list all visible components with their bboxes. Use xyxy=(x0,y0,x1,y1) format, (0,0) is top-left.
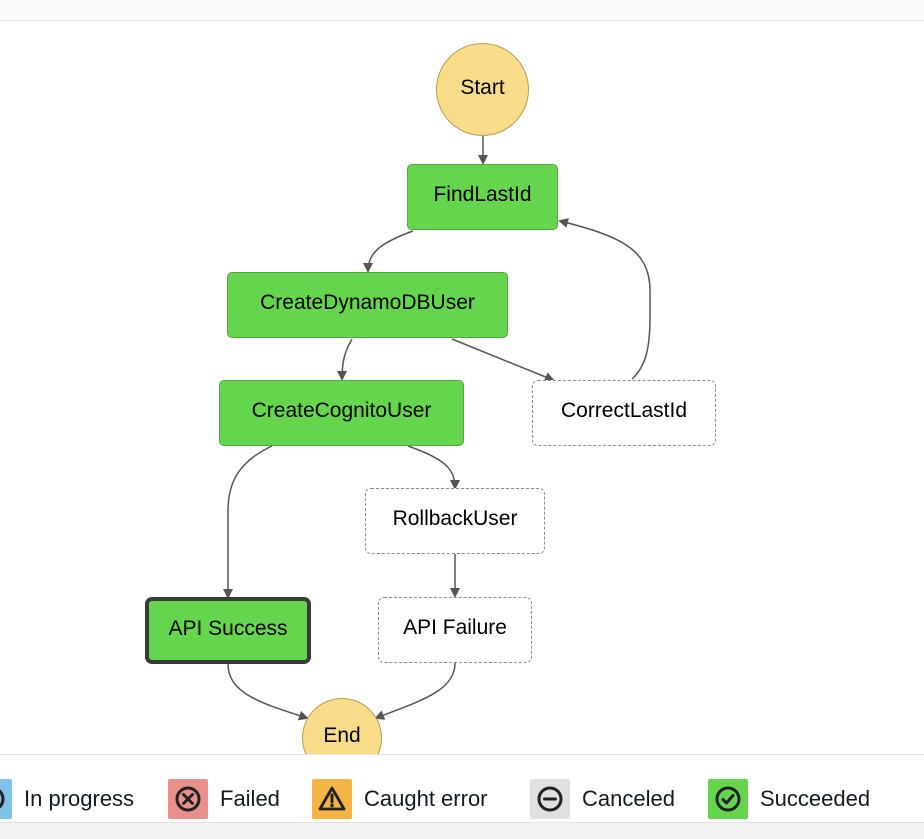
state-machine-graph: Start FindLastId CreateDynamoDBUser Crea… xyxy=(0,21,924,754)
legend-canceled: Canceled xyxy=(530,779,675,819)
legend-label-caught-error: Caught error xyxy=(364,786,488,811)
clock-icon xyxy=(0,789,5,809)
edge-findlastid-createdynamodbuser xyxy=(363,230,414,273)
node-label: CreateDynamoDBUser xyxy=(260,291,475,314)
node-rollbackuser[interactable]: RollbackUser xyxy=(365,488,545,554)
top-toolbar xyxy=(0,0,924,21)
edge-correctlastid-findlastid xyxy=(558,218,651,380)
x-circle-icon xyxy=(175,786,201,812)
minus-circle-icon xyxy=(537,786,563,812)
legend-label-in-progress: In progress xyxy=(24,786,135,811)
node-correctlastid[interactable]: CorrectLastId xyxy=(532,380,716,446)
node-apisuccess[interactable]: API Success xyxy=(145,597,311,664)
node-label: CorrectLastId xyxy=(560,399,688,422)
node-label: API Success xyxy=(168,616,288,640)
warning-icon xyxy=(318,786,346,811)
legend-succeeded: Succeeded xyxy=(708,779,870,819)
check-circle-icon xyxy=(715,786,741,812)
node-createcognitouser[interactable]: CreateCognitoUser xyxy=(219,380,464,446)
bottom-panel xyxy=(0,822,924,839)
failed-swatch xyxy=(168,779,208,819)
node-label: RollbackUser xyxy=(392,507,518,530)
edge-createdynamodbuser-correctlastid xyxy=(451,338,555,382)
edge-createcognitouser-rollbackuser xyxy=(407,445,460,490)
node-label: End xyxy=(323,724,361,747)
node-start[interactable]: Start xyxy=(436,43,529,136)
edge-createdynamodbuser-createcognitouser xyxy=(337,338,353,381)
legend-in-progress: In progress xyxy=(0,779,134,819)
legend-label-failed: Failed xyxy=(220,786,280,811)
node-createdynamodbuser[interactable]: CreateDynamoDBUser xyxy=(227,272,508,338)
node-label: CreateCognitoUser xyxy=(251,399,432,422)
legend-caught-error: Caught error xyxy=(312,779,488,819)
edge-apisuccess-end xyxy=(227,663,309,721)
caught-error-swatch xyxy=(312,779,352,819)
node-label: Start xyxy=(460,75,505,99)
legend-label-canceled: Canceled xyxy=(582,786,675,811)
node-label: API Failure xyxy=(403,616,507,639)
node-findlastid[interactable]: FindLastId xyxy=(407,164,558,230)
legend-label-succeeded: Succeeded xyxy=(760,786,871,811)
graph-edges xyxy=(223,135,651,721)
in-progress-swatch xyxy=(0,779,12,819)
succeeded-swatch xyxy=(708,779,748,819)
edge-apifailure-end xyxy=(374,662,456,720)
status-legend: In progress Failed Caught error xyxy=(0,754,924,823)
canceled-swatch xyxy=(530,779,570,819)
edge-createcognitouser-apisuccess xyxy=(223,445,273,599)
node-apifailure[interactable]: API Failure xyxy=(378,597,532,663)
node-label: FindLastId xyxy=(433,183,532,206)
legend-failed: Failed xyxy=(168,779,280,819)
